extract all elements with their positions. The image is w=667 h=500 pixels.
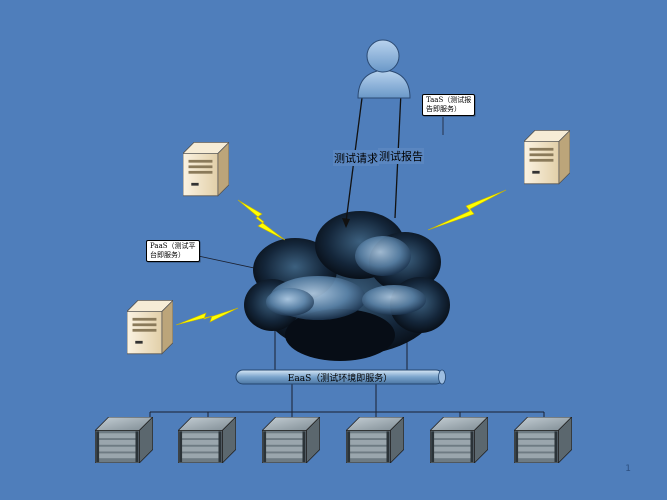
rack-server-icon-6 bbox=[514, 417, 572, 463]
lightning-icon-right bbox=[427, 189, 507, 231]
eaas-bus-label: EaaS（测试环境即服务） bbox=[288, 372, 392, 384]
server-icon-bottom-left bbox=[127, 300, 173, 355]
taas-callout: TaaS（测试报 告即服务） bbox=[422, 94, 476, 116]
rack-server-icon-3 bbox=[262, 417, 320, 463]
rack-server-icon-5 bbox=[430, 417, 488, 463]
lightning-icon-top-left bbox=[237, 199, 286, 241]
server-icon-top-left bbox=[183, 142, 229, 197]
rack-server-icon-4 bbox=[346, 417, 404, 463]
lightning-icon-left bbox=[175, 307, 239, 326]
rack-server-icon-2 bbox=[178, 417, 236, 463]
rack-server-icon-1 bbox=[95, 417, 153, 463]
request-arrow-label: 测试请求 bbox=[333, 150, 379, 166]
server-icon-top-right bbox=[524, 130, 570, 185]
cloud-icon bbox=[244, 211, 450, 361]
paas-callout: PaaS（测试平 台即服务） bbox=[146, 240, 200, 262]
page-number: 1 bbox=[625, 464, 631, 474]
eaas-bus: EaaS（测试环境即服务） bbox=[235, 369, 446, 385]
user-icon bbox=[357, 39, 411, 99]
report-arrow-label: 测试报告 bbox=[378, 148, 424, 164]
